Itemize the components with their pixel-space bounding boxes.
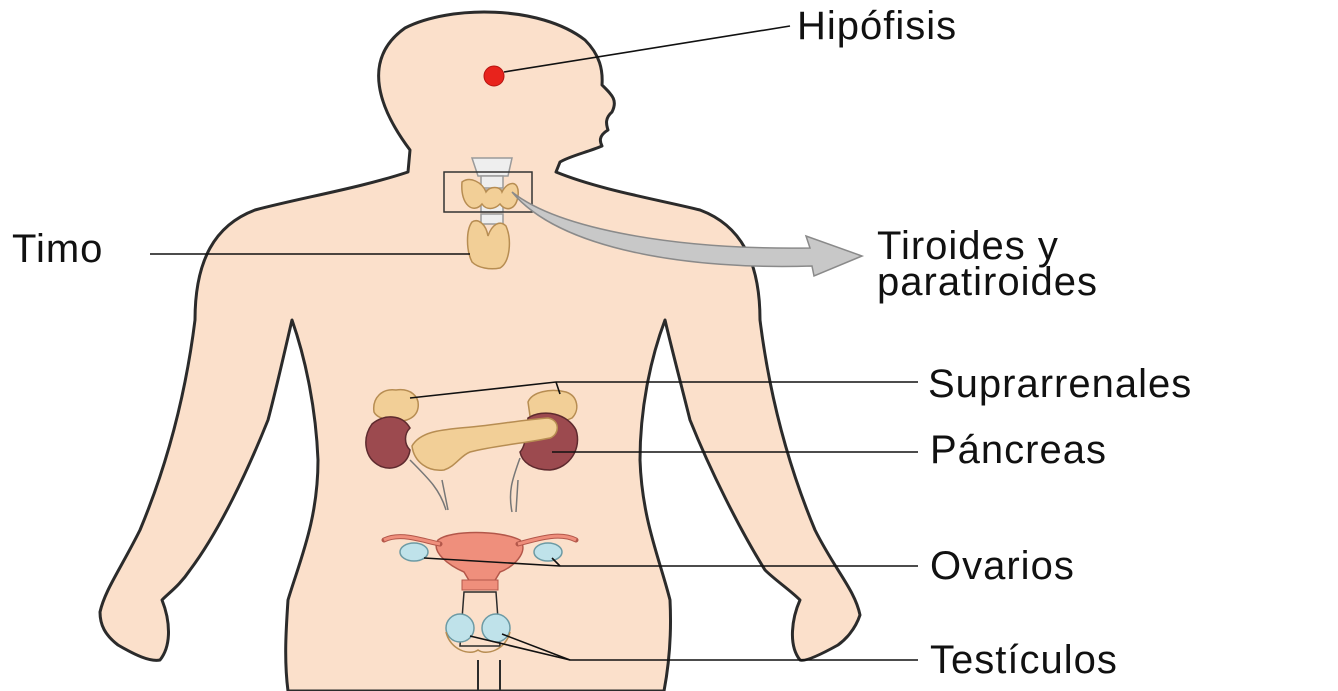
testicle-right xyxy=(482,614,510,642)
ovary-right xyxy=(534,543,562,561)
ovary-left xyxy=(400,543,428,561)
label-suprarrenales: Suprarrenales xyxy=(928,364,1192,404)
label-tiroides-line2: paratiroides xyxy=(877,262,1098,302)
testicle-left xyxy=(446,614,474,642)
label-ovarios: Ovarios xyxy=(930,546,1075,586)
label-testiculos: Testículos xyxy=(930,640,1118,680)
pituitary-gland xyxy=(484,66,504,86)
label-pancreas: Páncreas xyxy=(930,430,1107,470)
kidney-left xyxy=(366,417,410,468)
vagina xyxy=(462,580,498,590)
label-hipofisis: Hipófisis xyxy=(797,6,957,46)
label-timo: Timo xyxy=(12,229,103,269)
